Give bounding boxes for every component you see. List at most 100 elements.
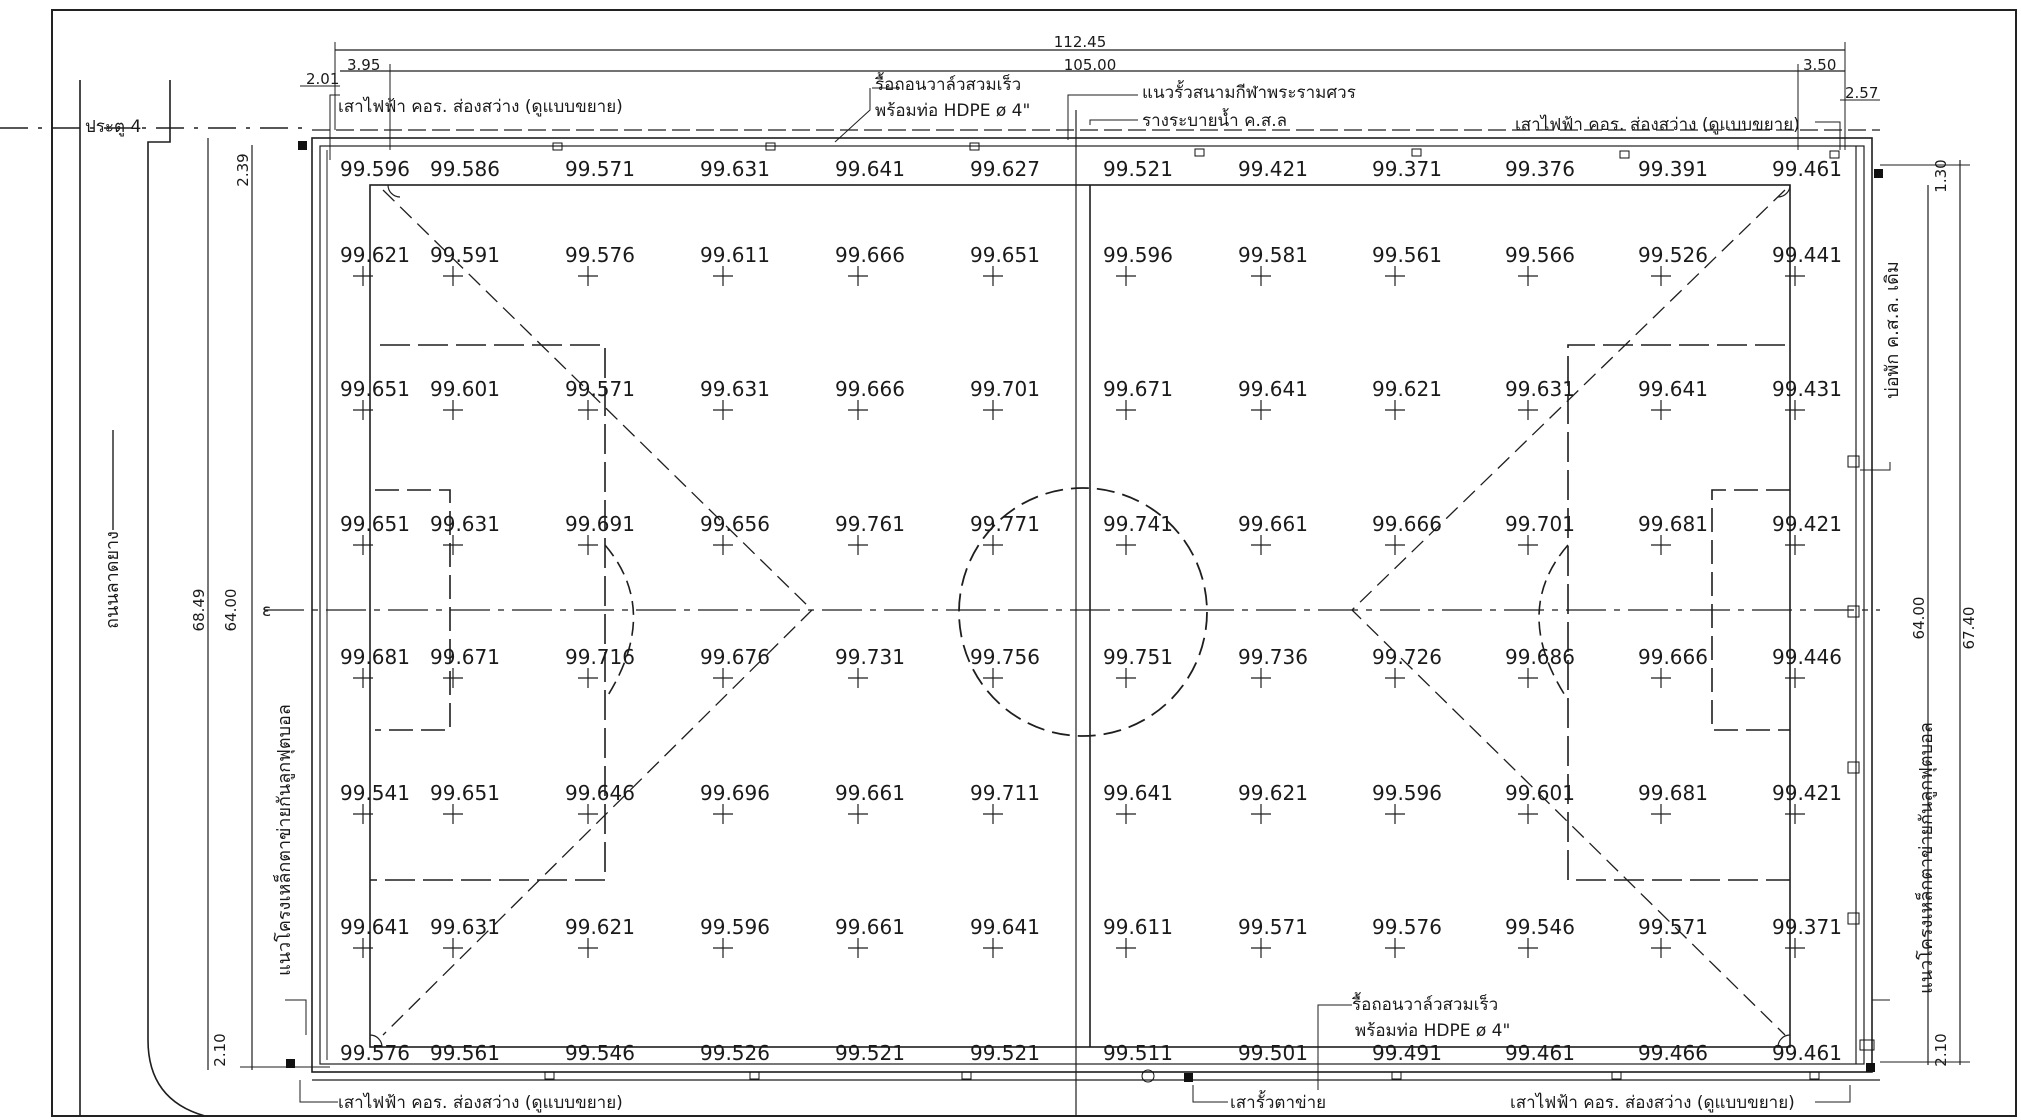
spot-level: 99.641 — [970, 915, 1040, 939]
survey-point-cross — [1785, 266, 1805, 286]
pole-label-top-right: เสาไฟฟ้า คอร. ส่องสว่าง (ดูแบบขยาย) — [1515, 114, 1800, 135]
spot-level: 99.571 — [565, 377, 635, 401]
road-edge-right — [147, 80, 206, 1117]
fence-post-label: เสารั้วตาข่าย — [1230, 1090, 1326, 1113]
survey-point-cross — [443, 266, 463, 286]
spot-level: 99.686 — [1505, 645, 1575, 669]
survey-point-cross — [713, 668, 733, 688]
spot-level: 99.566 — [1505, 243, 1575, 267]
spot-level: 99.421 — [1238, 157, 1308, 181]
survey-point-cross — [1251, 804, 1271, 824]
survey-point-cross — [353, 400, 373, 420]
survey-point-cross — [1651, 804, 1671, 824]
survey-point-cross — [1116, 938, 1136, 958]
field-markings — [264, 110, 1880, 1116]
dim-right-top-margin: 1.30 — [1932, 159, 1950, 192]
spot-level: 99.771 — [970, 512, 1040, 536]
left-goal-box — [375, 489, 451, 731]
survey-point-cross — [1518, 804, 1538, 824]
spot-level: 99.586 — [430, 157, 500, 181]
spot-level: 99.546 — [565, 1041, 635, 1065]
survey-point-cross — [1518, 400, 1538, 420]
survey-point-cross — [353, 266, 373, 286]
survey-point-cross — [1116, 804, 1136, 824]
survey-point-cross — [848, 804, 868, 824]
spot-level: 99.641 — [1638, 377, 1708, 401]
spot-level: 99.371 — [1772, 915, 1842, 939]
spot-level: 99.526 — [700, 1041, 770, 1065]
spot-level: 99.466 — [1638, 1041, 1708, 1065]
survey-point-cross — [578, 668, 598, 688]
spot-level: 99.446 — [1772, 645, 1842, 669]
spot-level: 99.576 — [1372, 915, 1442, 939]
survey-point-cross — [713, 804, 733, 824]
survey-point-cross — [1785, 938, 1805, 958]
dim-left-post: 2.01 — [306, 70, 339, 88]
survey-point-cross — [983, 804, 1003, 824]
spot-level: 99.627 — [970, 157, 1040, 181]
survey-point-cross — [713, 535, 733, 555]
survey-point-cross — [983, 668, 1003, 688]
survey-point-cross — [1251, 535, 1271, 555]
spot-level: 99.631 — [430, 915, 500, 939]
survey-point-cross — [443, 804, 463, 824]
survey-point-cross — [1785, 804, 1805, 824]
spot-level: 99.521 — [970, 1041, 1040, 1065]
right-penalty-arc — [1538, 544, 1569, 701]
survey-point-cross — [1785, 535, 1805, 555]
spot-level: 99.751 — [1103, 645, 1173, 669]
spot-level: 99.736 — [1238, 645, 1308, 669]
gate-label: ประตู 4 — [85, 117, 141, 137]
survey-point-cross — [353, 668, 373, 688]
spot-level: 99.501 — [1238, 1041, 1308, 1065]
survey-point-cross — [578, 535, 598, 555]
survey-point-cross — [353, 938, 373, 958]
spot-level: 99.421 — [1772, 512, 1842, 536]
survey-point-cross — [578, 400, 598, 420]
survey-point-cross — [713, 266, 733, 286]
dim-overall-width: 112.45 — [1054, 33, 1107, 51]
dim-right-outer-height: 67.40 — [1960, 607, 1978, 650]
spot-level: 99.661 — [1238, 512, 1308, 536]
survey-point-cross — [1785, 400, 1805, 420]
survey-point-cross — [1518, 535, 1538, 555]
spot-level: 99.621 — [565, 915, 635, 939]
spot-level: 99.561 — [1372, 243, 1442, 267]
survey-point-cross — [578, 804, 598, 824]
spot-level: 99.461 — [1772, 157, 1842, 181]
spot-level: 99.561 — [430, 1041, 500, 1065]
survey-point-cross — [1116, 266, 1136, 286]
spot-level: 99.611 — [700, 243, 770, 267]
pole-label-bottom-right: เสาไฟฟ้า คอร. ส่องสว่าง (ดูแบบขยาย) — [1510, 1092, 1795, 1113]
sheet-border — [51, 9, 2017, 1117]
stadium-fence-label: แนวรั้วสนามกีฬาพระรามศวร — [1142, 80, 1356, 103]
spot-level: 99.741 — [1103, 512, 1173, 536]
spot-level: 99.571 — [565, 157, 635, 181]
survey-point-cross — [1116, 668, 1136, 688]
survey-point-cross — [1651, 266, 1671, 286]
spot-level: 99.646 — [565, 781, 635, 805]
survey-point-cross — [1251, 266, 1271, 286]
survey-point-cross — [578, 938, 598, 958]
fence-posts — [286, 141, 1883, 1083]
dim-right-field-height: 64.00 — [1910, 597, 1928, 640]
survey-point-cross — [1518, 938, 1538, 958]
dim-left-field-height: 64.00 — [222, 589, 240, 632]
dim-top-margin: 2.39 — [234, 153, 252, 186]
spot-level: 99.596 — [700, 915, 770, 939]
spot-level: 99.631 — [1505, 377, 1575, 401]
survey-point-cross — [1251, 400, 1271, 420]
survey-point-cross — [1651, 535, 1671, 555]
spot-level: 99.726 — [1372, 645, 1442, 669]
dim-bottom-margin-right: 2.10 — [1932, 1033, 1950, 1066]
spot-level: 99.591 — [430, 243, 500, 267]
survey-point-cross — [1785, 668, 1805, 688]
spot-level: 99.696 — [700, 781, 770, 805]
survey-point-cross — [1251, 668, 1271, 688]
spot-level: 99.391 — [1638, 157, 1708, 181]
spot-level: 99.431 — [1772, 377, 1842, 401]
spot-level: 99.441 — [1772, 243, 1842, 267]
survey-point-cross — [1518, 266, 1538, 286]
spot-level: 99.641 — [835, 157, 905, 181]
spot-level: 99.596 — [1372, 781, 1442, 805]
